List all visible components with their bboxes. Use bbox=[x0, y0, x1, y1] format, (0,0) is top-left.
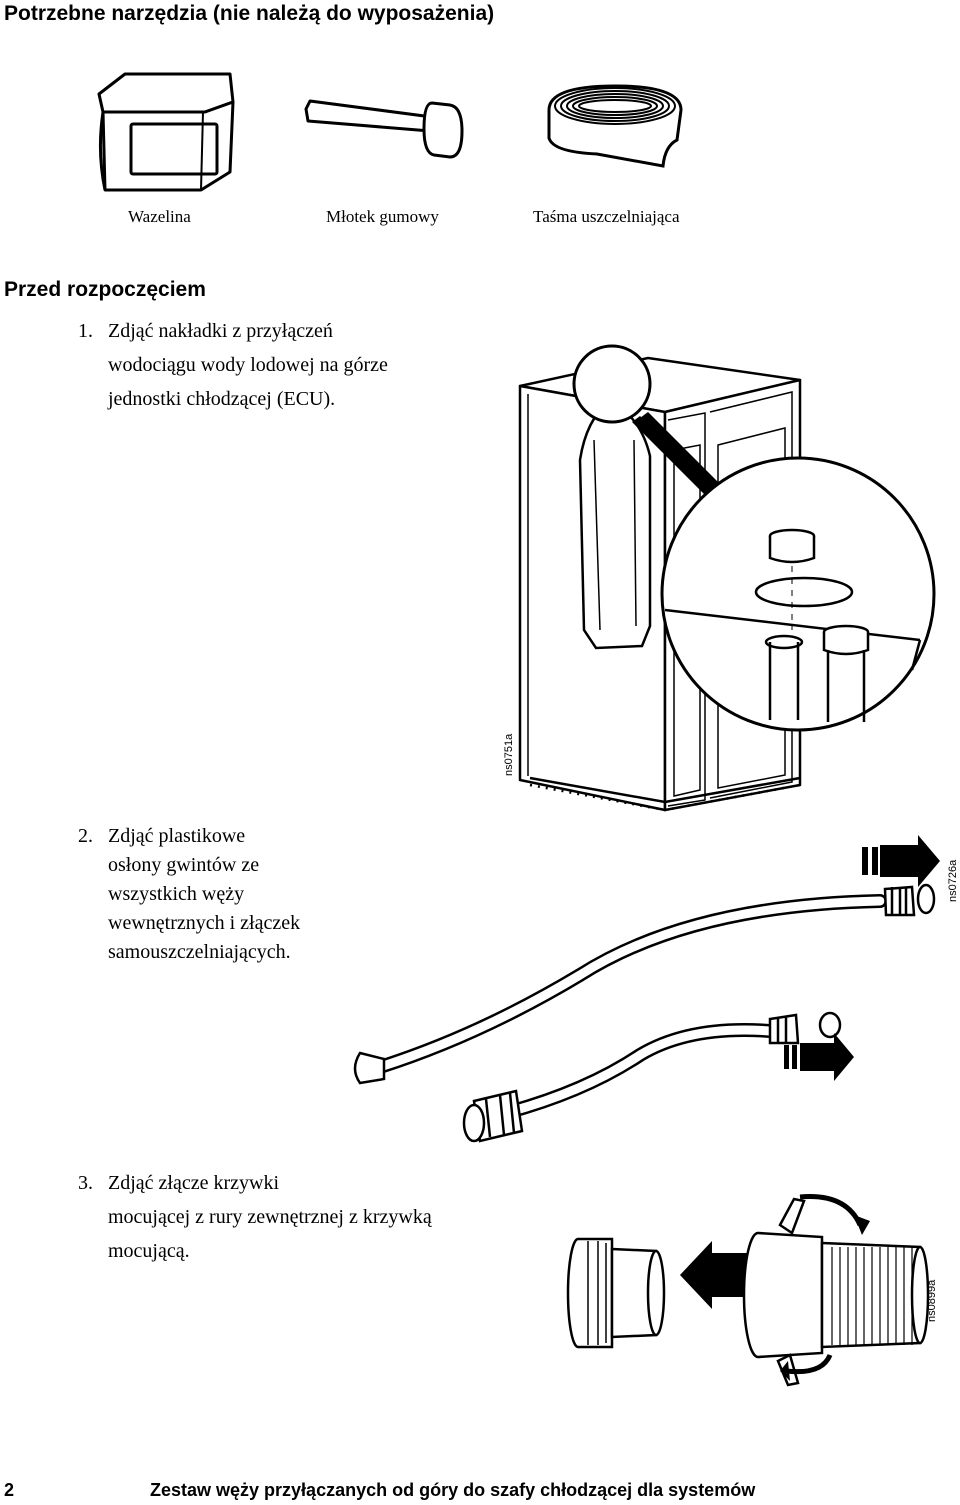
step-3-line-3: mocującą. bbox=[108, 1240, 190, 1262]
step-2-line-3: wszystkich węży bbox=[108, 883, 245, 905]
step-2-text: Zdjąć plastikowe osłony gwintów ze wszys… bbox=[108, 822, 300, 967]
sealing-tape-icon bbox=[547, 84, 683, 168]
step-2-line-1: Zdjąć plastikowe bbox=[108, 825, 246, 847]
step-1-number: 1. bbox=[78, 320, 93, 342]
figure-code-2: ns0726a bbox=[947, 859, 959, 902]
step-1-line-2: wodociągu wody lodowej na górze bbox=[108, 354, 388, 376]
step-2-line-5: samouszczelniających. bbox=[108, 941, 291, 963]
hoses-illustration bbox=[353, 835, 940, 1143]
cam-lock-coupling-illustration bbox=[566, 1194, 930, 1387]
before-heading: Przed rozpoczęciem bbox=[4, 278, 206, 301]
step-2-number: 2. bbox=[78, 825, 93, 847]
step-1-line-3: jednostki chłodzącej (ECU). bbox=[108, 388, 336, 410]
tool-label-rubber-mallet: Młotek gumowy bbox=[326, 207, 439, 226]
figure-code-1: ns0751a bbox=[503, 733, 515, 776]
tools-heading: Potrzebne narzędzia (nie należą do wypos… bbox=[4, 2, 495, 25]
tool-label-sealing-tape: Taśma uszczelniająca bbox=[533, 207, 680, 226]
step-3-text: Zdjąć złącze krzywki mocującej z rury ze… bbox=[108, 1166, 432, 1268]
step-1-text: Zdjąć nakładki z przyłączeń wodociągu wo… bbox=[108, 314, 388, 416]
step-2-line-4: wewnętrznych i złączek bbox=[108, 912, 301, 934]
step-3-line-2: mocującej z rury zewnętrznej z krzywką bbox=[108, 1206, 432, 1228]
tool-label-petroleum-jelly: Wazelina bbox=[128, 207, 191, 226]
step-1-line-1: Zdjąć nakładki z przyłączeń bbox=[108, 320, 333, 342]
rubber-mallet-icon bbox=[304, 99, 464, 159]
step-3-number: 3. bbox=[78, 1172, 93, 1194]
cooling-unit-illustration bbox=[518, 344, 936, 812]
page-number: 2 bbox=[4, 1480, 15, 1500]
petroleum-jelly-icon bbox=[97, 72, 235, 192]
step-2-line-2: osłony gwintów ze bbox=[108, 854, 260, 876]
footer-title: Zestaw węży przyłączanych od góry do sza… bbox=[150, 1480, 756, 1500]
figure-code-3: ns0899a bbox=[926, 1279, 938, 1322]
step-3-line-1: Zdjąć złącze krzywki bbox=[108, 1172, 280, 1194]
